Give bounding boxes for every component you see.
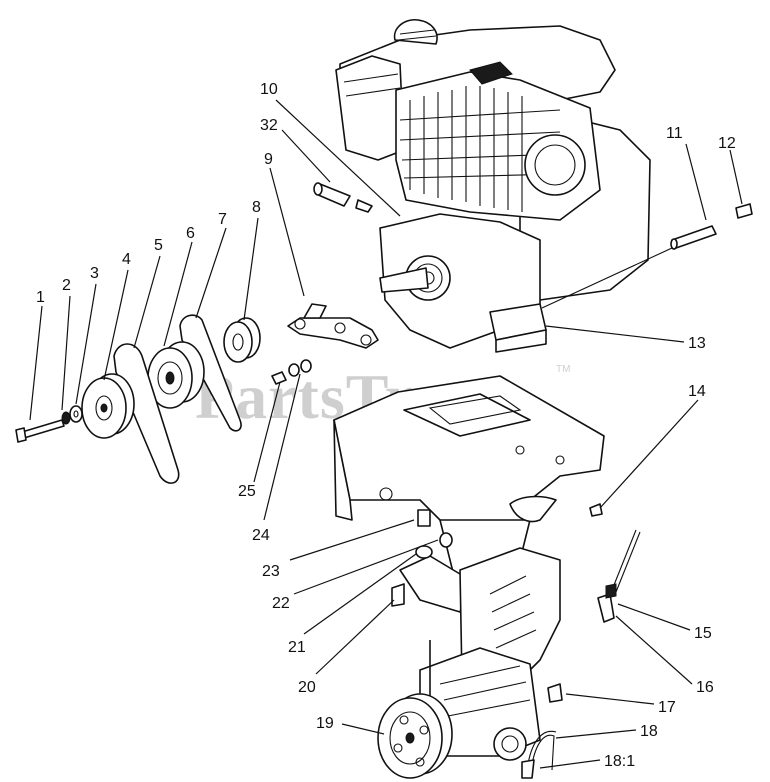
leader-lines <box>29 99 743 769</box>
part-16-fitting[interactable] <box>597 583 617 623</box>
engine[interactable] <box>335 18 651 353</box>
callout-32: 32 <box>260 117 278 134</box>
callout-1: 1 <box>36 289 45 306</box>
part-12-nut[interactable] <box>735 203 753 219</box>
callout-labels: 1 2 3 4 5 6 7 8 9 10 11 12 13 14 15 16 1… <box>36 81 736 770</box>
callout-23: 23 <box>262 563 280 580</box>
callout-18: 18 <box>640 723 658 740</box>
part-9-idler-arm[interactable] <box>287 303 379 349</box>
callout-11: 11 <box>666 125 683 142</box>
callout-21: 21 <box>288 639 306 656</box>
callout-2: 2 <box>62 277 71 294</box>
part-4-pulley[interactable] <box>81 373 135 439</box>
callout-3: 3 <box>90 265 99 282</box>
callout-14: 14 <box>688 383 706 400</box>
callout-7: 7 <box>218 211 227 228</box>
callout-17: 17 <box>658 699 676 716</box>
part-11-rod[interactable] <box>670 225 717 250</box>
callout-8: 8 <box>252 199 261 216</box>
callout-25: 25 <box>238 483 256 500</box>
link-rod <box>541 247 673 309</box>
callout-6: 6 <box>186 225 195 242</box>
part-18-1-fitting[interactable] <box>521 759 535 779</box>
callout-15: 15 <box>694 625 712 642</box>
part-1-bolt[interactable] <box>15 419 65 443</box>
part-18-cable[interactable] <box>527 730 557 771</box>
callout-16: 16 <box>696 679 714 696</box>
callout-4: 4 <box>122 251 131 268</box>
part-5-belt[interactable] <box>113 343 180 484</box>
callout-13: 13 <box>688 335 706 352</box>
part-7-belt[interactable] <box>179 314 242 432</box>
part-15-cable[interactable] <box>611 529 641 593</box>
callout-10: 10 <box>260 81 278 98</box>
callout-18-1: 18:1 <box>604 753 635 770</box>
part-8-pulley[interactable] <box>223 317 261 363</box>
part-3-washer[interactable] <box>69 405 83 423</box>
watermark-trademark: TM <box>556 364 570 375</box>
part-2-lockwasher[interactable] <box>61 411 71 425</box>
part-19-pulley[interactable] <box>377 693 453 779</box>
callout-5: 5 <box>154 237 163 254</box>
part-24-washer[interactable] <box>288 359 312 377</box>
callout-22: 22 <box>272 595 290 612</box>
callout-24: 24 <box>252 527 270 544</box>
callout-12: 12 <box>718 135 736 152</box>
callout-19: 19 <box>316 715 334 732</box>
callout-9: 9 <box>264 151 273 168</box>
callout-20: 20 <box>298 679 316 696</box>
part-25-bolt[interactable] <box>271 371 287 385</box>
part-32-spacer[interactable] <box>313 182 373 213</box>
